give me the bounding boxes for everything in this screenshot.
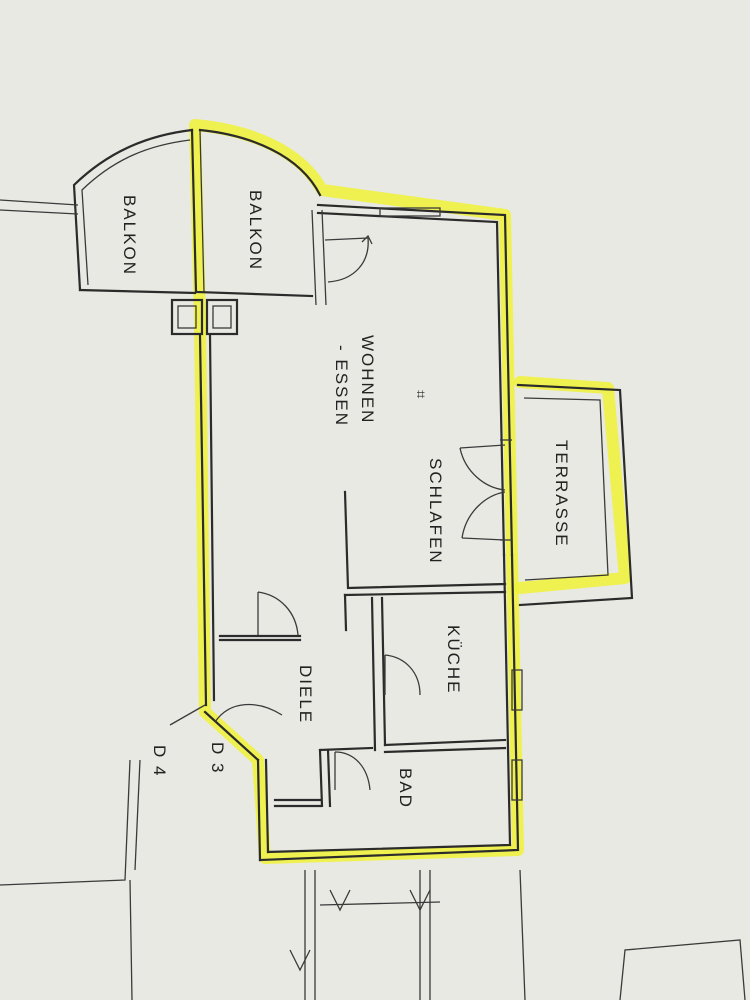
label-wohnen: WOHNEN: [358, 335, 377, 424]
label-balkon-left: BALKON: [120, 195, 139, 276]
shaft-boxes: [170, 298, 239, 336]
label-bad: BAD: [396, 768, 415, 809]
label-d3: D 3: [208, 742, 227, 774]
interior-doors: [257, 591, 421, 791]
terrace-double-door: [459, 444, 506, 541]
label-schlafen: SCHLAFEN: [426, 458, 445, 565]
label-d4: D 4: [150, 745, 169, 777]
label-essen: - ESSEN: [332, 345, 351, 427]
label-terrasse: TERRASSE: [552, 440, 571, 548]
label-balkon-right: BALKON: [246, 190, 265, 271]
balcony-right: [190, 128, 327, 306]
label-kueche: KÜCHE: [444, 625, 463, 695]
windows: [379, 207, 523, 801]
balcony-door: [324, 234, 373, 283]
room-symbol: ⌗: [412, 390, 429, 399]
balcony-left: [0, 128, 197, 295]
entrance-door: [169, 703, 283, 762]
interior-walls: [218, 490, 507, 808]
label-diele: DIELE: [296, 665, 315, 724]
apartment-highlight: [189, 119, 631, 864]
stairwell: [0, 759, 746, 1000]
